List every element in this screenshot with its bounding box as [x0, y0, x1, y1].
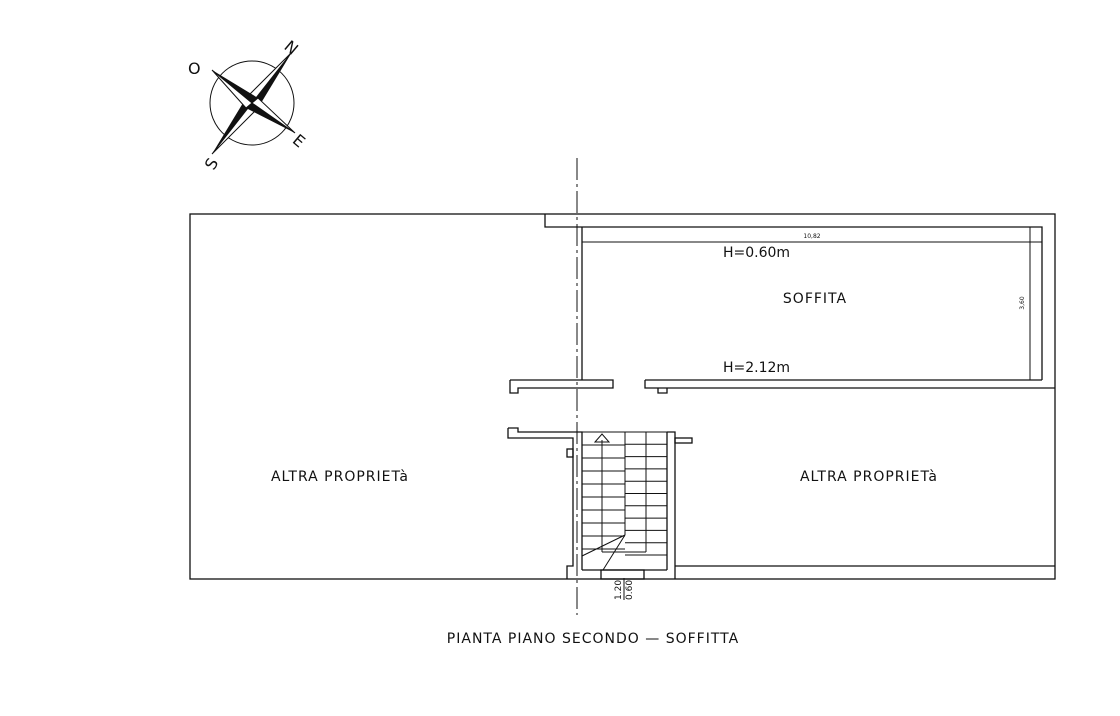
- stair-dimension-b: 0.60: [625, 580, 635, 600]
- room-label-left: ALTRA PROPRIETà: [271, 469, 409, 485]
- height-high-label: H=2.12m: [723, 360, 790, 376]
- height-low-label: H=0.60m: [723, 245, 790, 261]
- compass-east: E: [289, 130, 309, 151]
- dimensions: 10,82 3,60 1.20 0.60: [582, 227, 1042, 600]
- room-label-attic: SOFFITA: [783, 291, 847, 307]
- dimension-width: 10,82: [803, 233, 820, 240]
- drawing-title: PIANTA PIANO SECONDO — SOFFITTA: [447, 631, 739, 647]
- compass-north: N: [281, 37, 302, 59]
- compass-rose-icon: N O E S: [188, 37, 309, 174]
- stair-dimension-a: 1.20: [614, 580, 624, 600]
- stair-direction-arrow-icon: [593, 433, 611, 443]
- compass-west: O: [188, 59, 201, 78]
- compass-south: S: [201, 155, 223, 173]
- room-label-right: ALTRA PROPRIETà: [800, 469, 938, 485]
- staircase: [581, 431, 667, 571]
- dimension-depth: 3,60: [1019, 296, 1026, 310]
- walls: [189, 213, 1056, 580]
